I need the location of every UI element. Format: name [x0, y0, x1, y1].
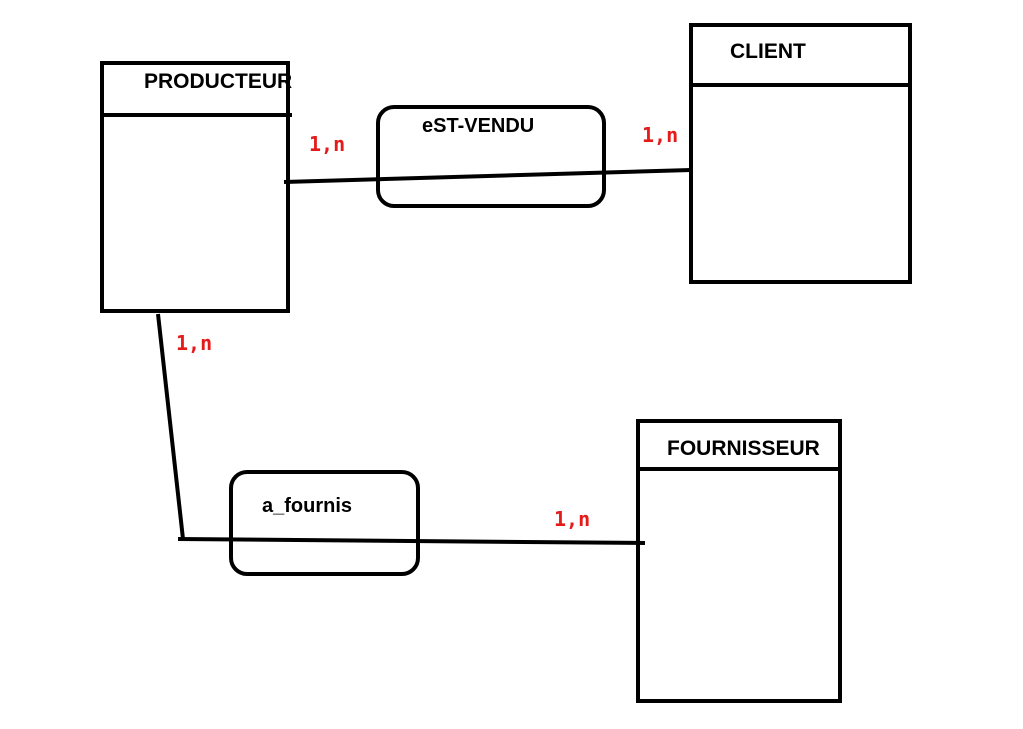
- relation-est-vendu-label: eST-VENDU: [422, 115, 534, 137]
- cardinality-producteur-est-vendu: 1,n: [309, 132, 345, 156]
- entity-fournisseur-title: FOURNISSEUR: [667, 437, 820, 460]
- cardinality-client-est-vendu: 1,n: [642, 123, 678, 147]
- relation-est-vendu: eST-VENDU: [376, 105, 606, 208]
- relation-a-fournis: a_fournis: [229, 470, 420, 576]
- entity-producteur-title: PRODUCTEUR: [144, 70, 292, 93]
- link-producteur-vertical: [156, 313, 185, 540]
- cardinality-producteur-a-fournis: 1,n: [176, 331, 212, 355]
- cardinality-fournisseur-a-fournis: 1,n: [554, 507, 590, 531]
- relation-a-fournis-label: a_fournis: [262, 495, 352, 517]
- entity-client-title: CLIENT: [730, 40, 806, 63]
- entity-producteur: PRODUCTEUR: [100, 61, 292, 313]
- relation-a-fournis-box: [229, 470, 420, 576]
- link-producteur-est-vendu-client: [283, 168, 692, 184]
- entity-producteur-box: [100, 61, 290, 313]
- entity-fournisseur: FOURNISSEUR: [636, 419, 842, 703]
- entity-client-box: [689, 23, 912, 284]
- relation-est-vendu-box: [376, 105, 606, 208]
- link-a-fournis-fournisseur: [177, 537, 646, 545]
- entity-client: CLIENT: [689, 23, 912, 284]
- entity-fournisseur-box: [636, 419, 842, 703]
